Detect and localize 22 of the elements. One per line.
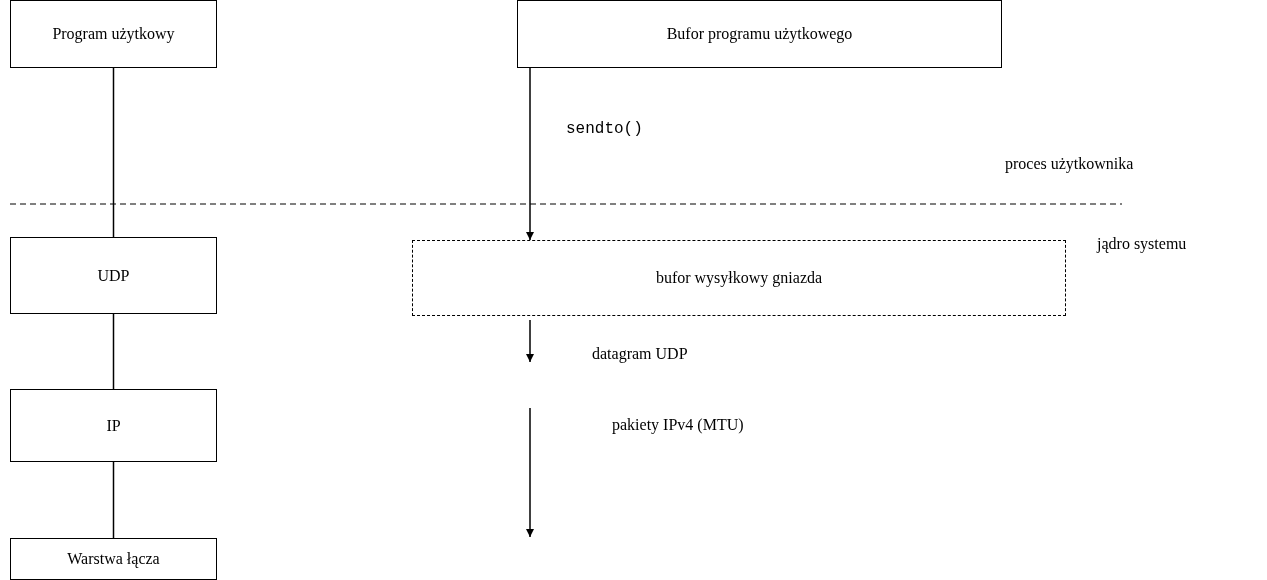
box-label: Program użytkowy [52, 25, 175, 43]
box-label: IP [106, 416, 121, 435]
dashed-buffer-box [412, 240, 1066, 316]
connector-line [112, 67, 115, 238]
arrow [526, 319, 534, 363]
layer-box [10, 237, 217, 314]
layer-box [10, 538, 217, 580]
layer-box [10, 0, 217, 68]
note-label: jądro systemu [1097, 235, 1187, 253]
box-label: bufor wysyłkowy gniazda [655, 269, 823, 287]
box-label: Bufor programu użytkowego [666, 25, 853, 43]
box-label: Warstwa łącza [67, 550, 160, 568]
connector-line [112, 461, 115, 539]
arrow [526, 67, 534, 241]
layer-box [10, 389, 217, 462]
edge-label: datagram UDP [592, 345, 688, 363]
note-label: pakiety IPv4 (MTU) [612, 416, 744, 434]
edge-label: sendto() [566, 120, 643, 138]
layer-box [517, 0, 1002, 68]
box-label: UDP [97, 266, 130, 285]
connector-line [112, 313, 115, 390]
note-label: proces użytkownika [1005, 155, 1134, 173]
